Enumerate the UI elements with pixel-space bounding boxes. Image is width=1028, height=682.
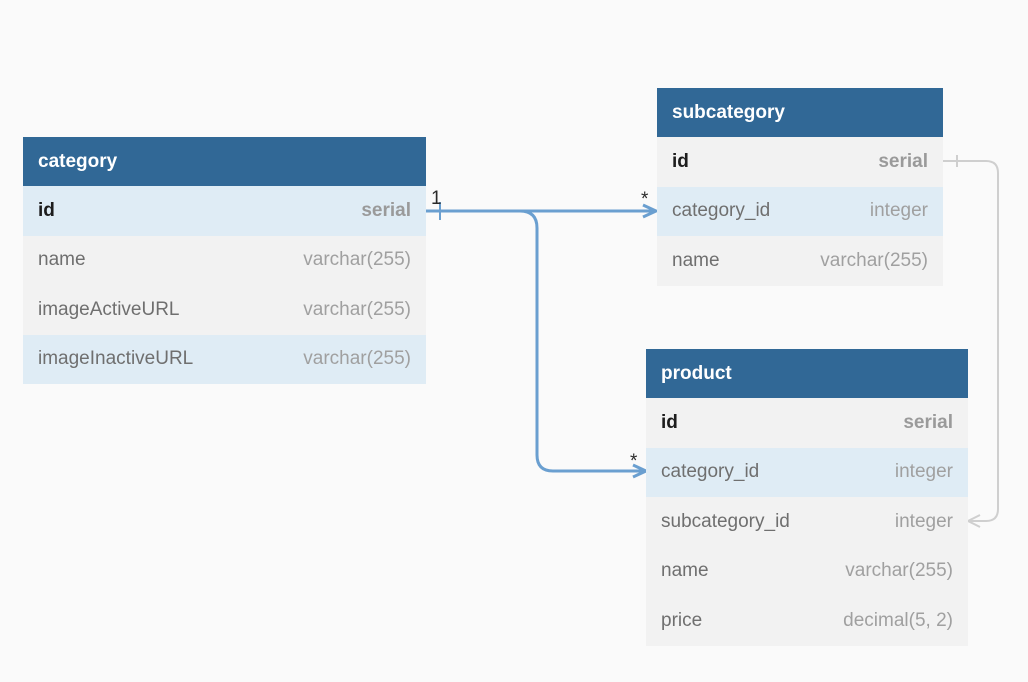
field-row[interactable]: id serial	[23, 186, 426, 236]
field-name: name	[672, 249, 720, 271]
relation-category-product[interactable]	[519, 209, 646, 473]
field-name: id	[661, 411, 678, 433]
field-name: name	[661, 560, 709, 582]
field-row[interactable]: imageActiveURL varchar(255)	[23, 285, 426, 335]
field-name: name	[38, 249, 86, 271]
table-subcategory[interactable]: subcategory id serial category_id intege…	[657, 88, 943, 286]
cardinality-one-label: 1	[431, 188, 442, 209]
field-row[interactable]: category_id integer	[657, 186, 943, 236]
relation-subcategory-product[interactable]	[943, 160, 999, 522]
field-row[interactable]: name varchar(255)	[23, 236, 426, 286]
field-type: varchar(255)	[845, 560, 953, 582]
crows-foot-icon	[642, 203, 660, 219]
field-name: subcategory_id	[661, 510, 790, 532]
table-header[interactable]: subcategory	[657, 88, 943, 137]
field-type: serial	[361, 199, 411, 221]
field-type: varchar(255)	[303, 348, 411, 370]
crows-foot-icon	[965, 514, 981, 528]
field-type: serial	[903, 411, 953, 433]
field-type: varchar(255)	[303, 249, 411, 271]
cardinality-many-label: *	[630, 451, 638, 472]
field-row[interactable]: price decimal(5, 2)	[646, 596, 968, 646]
table-category[interactable]: category id serial name varchar(255) ima…	[23, 137, 426, 384]
field-name: imageActiveURL	[38, 298, 180, 320]
field-row[interactable]: name varchar(255)	[646, 547, 968, 597]
field-row[interactable]: id serial	[646, 398, 968, 448]
field-type: integer	[894, 510, 953, 532]
field-type: integer	[869, 200, 928, 222]
field-type: decimal(5, 2)	[843, 609, 953, 631]
field-type: varchar(255)	[820, 249, 928, 271]
field-row[interactable]: category_id integer	[646, 447, 968, 497]
field-type: varchar(255)	[303, 298, 411, 320]
field-name: price	[661, 609, 703, 631]
field-name: id	[672, 150, 689, 172]
field-row[interactable]: name varchar(255)	[657, 236, 943, 286]
cardinality-many-label: *	[641, 189, 649, 210]
field-row[interactable]: imageInactiveURL varchar(255)	[23, 334, 426, 384]
table-product[interactable]: product id serial category_id integer su…	[646, 349, 968, 646]
field-type: integer	[894, 461, 953, 483]
field-type: serial	[878, 150, 928, 172]
field-row[interactable]: subcategory_id integer	[646, 497, 968, 547]
table-header[interactable]: product	[646, 349, 968, 398]
field-name: category_id	[661, 461, 760, 483]
field-name: imageInactiveURL	[38, 348, 194, 370]
table-header[interactable]: category	[23, 137, 426, 186]
field-name: id	[38, 199, 55, 221]
field-name: category_id	[672, 200, 771, 222]
field-row[interactable]: id serial	[657, 137, 943, 187]
